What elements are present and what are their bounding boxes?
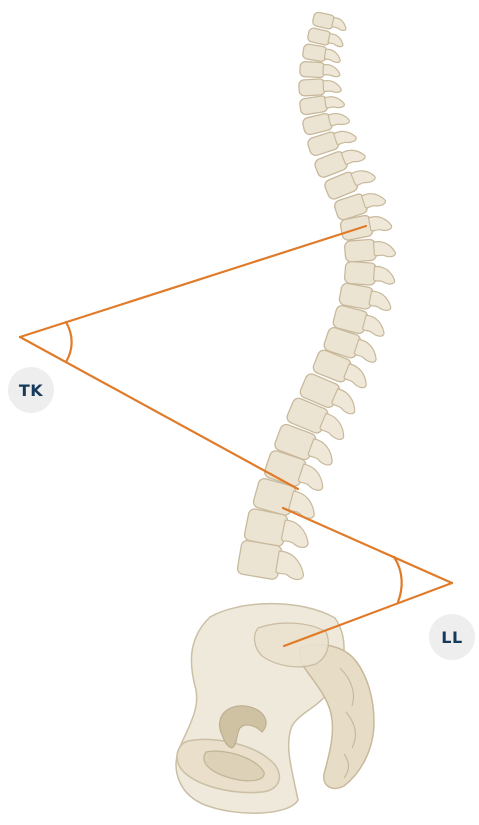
vertebral-body [312, 11, 336, 29]
vertebral-column [237, 11, 396, 584]
spinous-process [288, 491, 319, 520]
spinous-process [275, 551, 307, 581]
vertebral-body [344, 261, 377, 285]
vertebra [344, 261, 396, 287]
vertebra [344, 238, 396, 263]
cobb-angle-lines [20, 226, 452, 646]
spinous-process [324, 49, 342, 63]
spinous-process [328, 110, 350, 127]
ll-badge: LL [429, 614, 475, 660]
vertebral-body [302, 43, 328, 62]
spinous-process [331, 17, 347, 31]
tk-upper-line [20, 226, 366, 337]
spinous-process [281, 520, 312, 549]
spinous-process [323, 64, 340, 76]
spinous-process [341, 145, 366, 166]
spinous-process [369, 291, 394, 311]
spinous-process [373, 266, 395, 284]
vertebral-body [299, 95, 328, 115]
pelvis [176, 604, 374, 814]
spinous-process [334, 127, 357, 146]
vertebral-body [299, 79, 326, 96]
spinous-process [362, 315, 388, 337]
vertebral-body [344, 239, 376, 262]
spinous-process [351, 166, 376, 188]
spinous-process [353, 339, 380, 363]
tk-badge: TK [8, 367, 54, 413]
spinous-process [297, 464, 328, 492]
tk-angle-arc [66, 322, 72, 362]
spinous-process [373, 240, 395, 257]
ll-upper-line [283, 508, 452, 583]
vertebral-body [300, 61, 326, 77]
vertebral-body [307, 27, 332, 46]
spinous-process [328, 33, 345, 47]
spinous-process [362, 189, 387, 210]
tk-lower-line [20, 337, 298, 489]
spinous-process [368, 214, 392, 234]
vertebral-body [237, 540, 283, 580]
spinous-process [325, 95, 345, 110]
vertebra [300, 61, 341, 78]
ll-angle-arc [394, 557, 402, 602]
spinous-process [323, 80, 341, 93]
vertebra [299, 78, 342, 96]
